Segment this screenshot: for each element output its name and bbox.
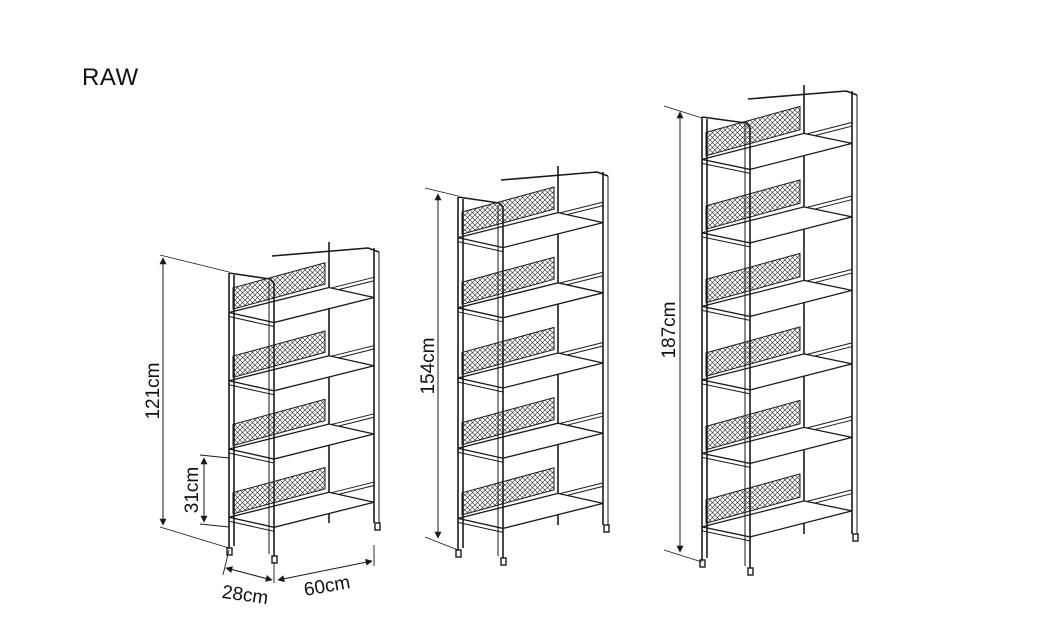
medium-mesh-panel xyxy=(461,256,555,305)
small-front-top-cap xyxy=(228,272,275,284)
large-mesh-panel xyxy=(705,179,801,230)
medium-shelf-board xyxy=(457,211,604,249)
large-mesh-panel xyxy=(705,105,801,157)
large-mesh-panel xyxy=(705,473,801,524)
small-shelf-edge xyxy=(228,452,275,464)
medium-top-rear-rail xyxy=(500,171,609,181)
medium-foot xyxy=(455,549,462,558)
small-shelf-edge xyxy=(228,316,275,328)
large-shelf-edge xyxy=(701,162,751,174)
small-depth-dimension-line xyxy=(225,566,273,582)
small-shelf-edge xyxy=(228,520,275,532)
large-unit-dimensions: 187cm xyxy=(659,105,703,563)
small-shelf-board xyxy=(228,355,375,392)
small-shelf-board xyxy=(228,491,375,528)
medium-shelf-board xyxy=(457,422,604,459)
large-mesh-panel xyxy=(705,252,801,304)
product-title: RAW xyxy=(82,64,139,91)
large-foot xyxy=(852,533,859,542)
small-width-label: 60cm xyxy=(302,572,351,601)
medium-unit-dimensions: 154cm xyxy=(418,187,459,551)
small-mesh-panel xyxy=(232,466,326,515)
medium-mesh-panel xyxy=(461,396,555,446)
medium-mesh-panel xyxy=(461,467,555,516)
small-depth-label: 28cm xyxy=(221,582,270,609)
large-shelf-edge xyxy=(701,309,751,321)
medium-mesh-panel xyxy=(461,186,555,235)
small-foot xyxy=(226,547,233,556)
medium-shelf-edge xyxy=(457,451,504,463)
small-shelf-board xyxy=(228,286,375,324)
large-shelf-edge xyxy=(701,456,751,468)
large-foot xyxy=(747,567,754,576)
small-shelf-edge xyxy=(228,384,275,396)
small-foot xyxy=(271,555,278,564)
large-shelf-board xyxy=(701,500,853,538)
medium-shelving-unit xyxy=(455,166,610,566)
medium-shelf-edge xyxy=(457,521,504,533)
medium-height-label: 154cm xyxy=(418,337,439,394)
large-mesh-panel xyxy=(705,399,801,451)
medium-shelf-board xyxy=(457,492,604,530)
large-shelf-edge xyxy=(701,236,751,248)
small-mesh-panel xyxy=(232,398,326,447)
medium-shelf-board xyxy=(457,282,604,319)
medium-shelf-edge xyxy=(457,381,504,393)
small-mesh-panel xyxy=(232,262,326,310)
medium-front-top-cap xyxy=(457,196,504,208)
large-shelf-edge xyxy=(701,383,751,395)
medium-mesh-panel xyxy=(461,326,555,376)
small-width-dimension-line xyxy=(277,558,373,583)
medium-shelf-edge xyxy=(457,311,504,323)
large-shelf-board xyxy=(701,353,853,391)
large-shelving-unit xyxy=(699,85,859,576)
large-shelf-board xyxy=(701,132,853,171)
small-unit-dimensions: 121cm 31cm 28cm 60cm xyxy=(143,254,375,609)
large-top-rear-rail xyxy=(747,90,858,100)
small-shelf-board xyxy=(228,423,375,460)
large-shelf-board xyxy=(701,279,853,318)
large-shelf-edge xyxy=(701,530,751,542)
large-mesh-panel xyxy=(705,326,801,377)
medium-foot xyxy=(603,524,610,533)
small-height-label: 121cm xyxy=(143,362,164,419)
large-height-label: 187cm xyxy=(659,301,680,358)
medium-shelf-board xyxy=(457,352,604,389)
large-front-top-cap xyxy=(701,116,751,128)
small-top-rear-rail xyxy=(271,247,380,257)
small-foot xyxy=(374,522,381,531)
small-shelving-unit xyxy=(226,242,381,564)
large-shelf-board xyxy=(701,206,853,244)
large-foot xyxy=(699,559,706,568)
medium-shelf-edge xyxy=(457,241,504,253)
medium-foot xyxy=(500,557,507,566)
large-shelf-board xyxy=(701,426,853,465)
small-shelf-gap-label: 31cm xyxy=(182,467,203,513)
small-mesh-panel xyxy=(232,330,326,379)
